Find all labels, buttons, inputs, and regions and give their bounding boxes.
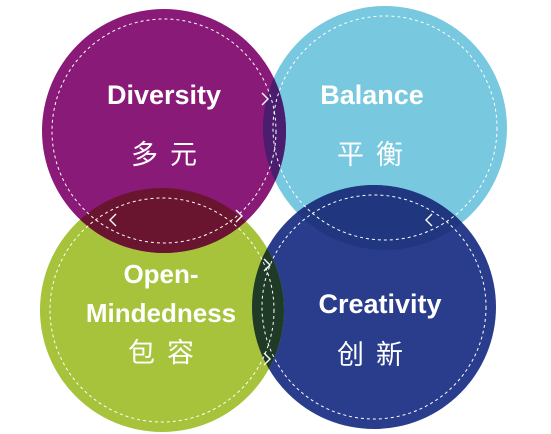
creativity-circle <box>252 185 496 429</box>
creativity-label: Creativity <box>318 289 441 319</box>
diversity-dashed-ring <box>51 18 277 244</box>
creativity-dashed-ring <box>261 194 487 420</box>
balance-dashed-ring <box>272 15 498 241</box>
arrow-marker-top-icon <box>261 92 269 106</box>
arrow-marker-mid-icon <box>263 258 271 272</box>
arrow-marker-center-icon <box>235 209 243 223</box>
balance-chinese-label: 平衡 <box>337 140 415 171</box>
open-mindedness-dashed-ring <box>49 197 275 423</box>
arrow-marker-left-icon <box>109 213 117 227</box>
arrow-marker-center-right-icon <box>425 213 433 227</box>
open-mindedness-label-line1: Open- <box>123 259 198 289</box>
diversity-label: Diversity <box>107 80 221 110</box>
open-mindedness-label-line2: Mindedness <box>86 298 236 328</box>
creativity-chinese-label: 创新 <box>337 340 415 371</box>
balance-label: Balance <box>320 80 424 110</box>
diversity-chinese-label: 多元 <box>131 140 209 171</box>
arrow-marker-bottom-icon <box>263 352 271 366</box>
open-mindedness-circle <box>40 188 284 432</box>
diversity-circle <box>42 9 286 253</box>
open-mindedness-chinese-label: 包容 <box>128 338 206 369</box>
balance-circle <box>263 6 507 250</box>
